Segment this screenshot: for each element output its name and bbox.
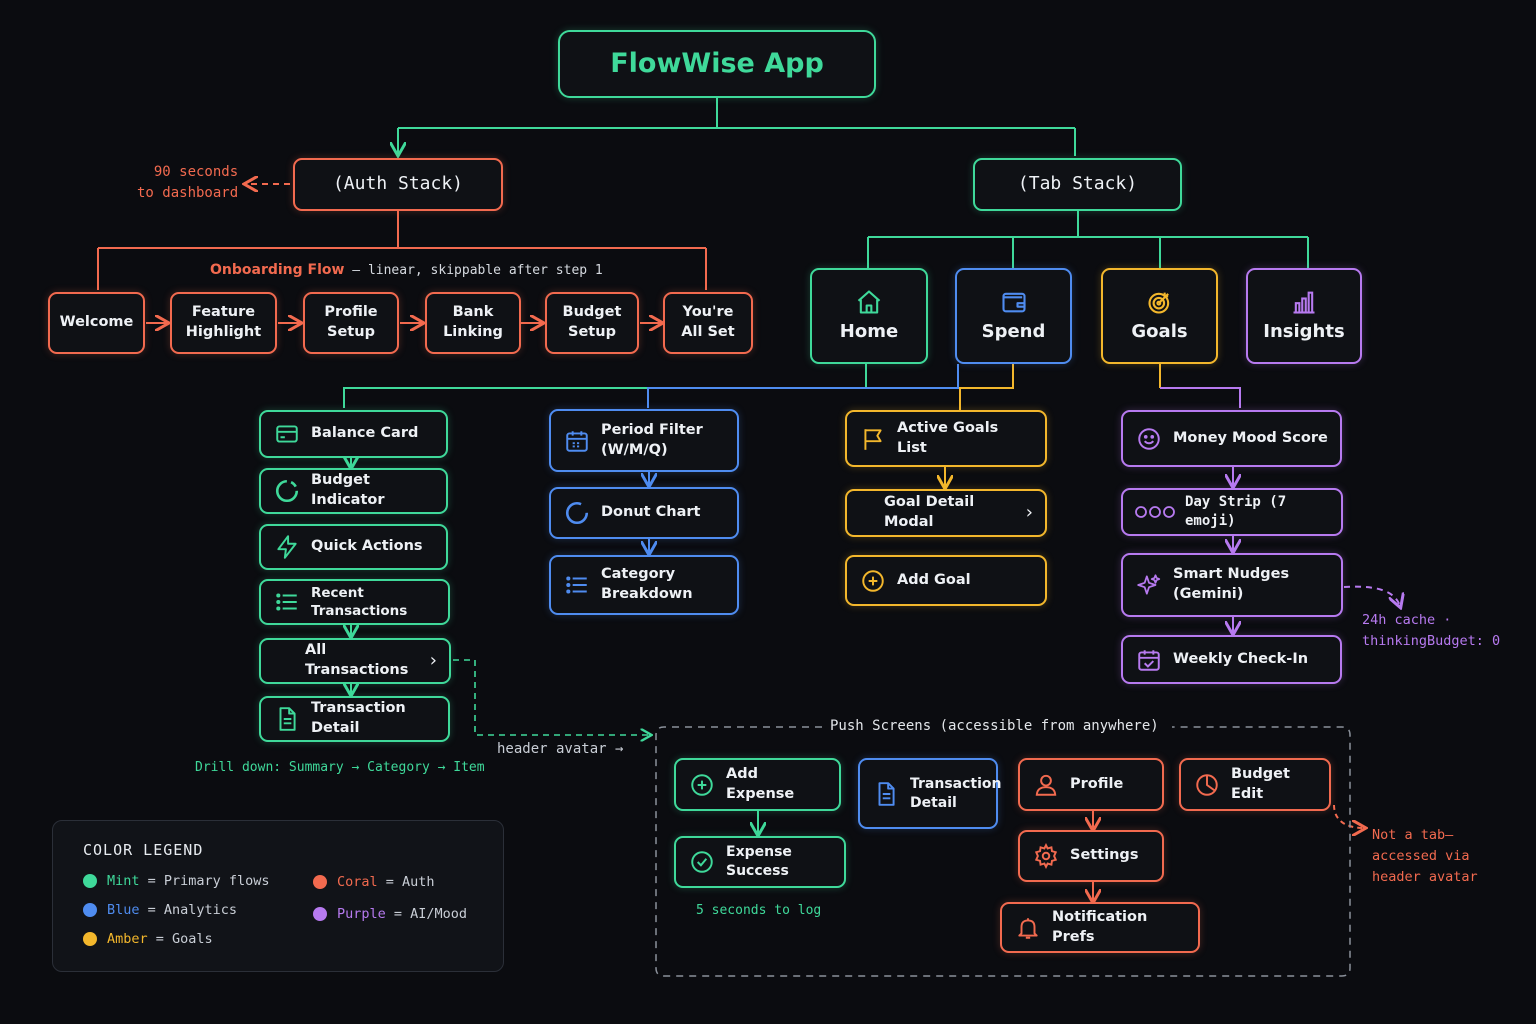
sparkle-icon [1135,571,1163,599]
header-avatar-note: header avatar → [497,741,624,757]
push-log-note: 5 seconds to log [696,903,822,918]
flag-icon [859,425,887,453]
spend-category-breakdown[interactable]: Category Breakdown [549,555,739,615]
dots-icon [1135,498,1175,526]
bell-icon [1014,914,1042,942]
tab-home[interactable]: Home [810,268,928,364]
push-expense-success[interactable]: Expense Success [674,836,846,888]
header-avatar-side-note: Not a tab— accessed via header avatar [1372,827,1478,885]
app-root-node: FlowWise App [558,30,876,98]
tab-spend[interactable]: Spend [955,268,1072,364]
card-icon [273,420,301,448]
legend-title: COLOR LEGEND [83,841,204,859]
insights-cache-note: 24h cache · thinkingBudget: 0 [1362,612,1501,649]
auth-time-note: 90 seconds to dashboard [137,164,239,201]
legend-item-coral: Coral = Auth [313,874,435,890]
document-icon [273,705,301,733]
target-icon [1146,288,1174,316]
legend-item-mint: Mint = Primary flows [83,873,270,889]
push-notification-prefs[interactable]: Notification Prefs [1000,902,1200,953]
home-quick-actions[interactable]: Quick Actions [259,524,448,570]
push-transaction-detail[interactable]: Transaction Detail [858,758,1002,829]
goals-active-list[interactable]: Active Goals List [845,410,1047,467]
purple-dot-icon [313,907,327,921]
document-icon [872,780,900,808]
mint-dot-icon [83,874,97,888]
home-drill-note: Drill down: Summary → Category → Item [195,760,485,775]
insights-smart-nudges[interactable]: Smart Nudges (Gemini) [1121,553,1343,617]
insights-day-strip[interactable]: Day Strip (7 emoji) [1121,488,1343,536]
push-budget-edit[interactable]: Budget Edit [1179,758,1331,811]
legend-item-purple: Purple = AI/Mood [313,906,467,922]
gear-icon [1032,842,1060,870]
plus-circle-icon [688,771,716,799]
spend-donut-chart[interactable]: Donut Chart [549,487,739,539]
calendar-check-icon [1135,646,1163,674]
pie-chart-icon [1193,771,1221,799]
goals-detail-modal[interactable]: Goal Detail Modal › [845,489,1047,537]
amber-dot-icon [83,932,97,946]
plus-circle-icon [859,567,887,595]
home-budget-indicator[interactable]: Budget Indicator [259,468,448,514]
onboarding-step-budget-setup[interactable]: Budget Setup [545,292,639,354]
chevron-right-icon: › [1025,501,1033,523]
home-transaction-detail[interactable]: Transaction Detail [259,696,450,742]
legend-item-amber: Amber = Goals [83,931,213,947]
color-legend: COLOR LEGEND Mint = Primary flows Blue =… [52,820,504,972]
list-icon [563,571,591,599]
insights-money-mood[interactable]: Money Mood Score [1121,410,1342,467]
user-icon [1032,771,1060,799]
insights-weekly-checkin[interactable]: Weekly Check-In [1121,635,1342,684]
goals-add-goal[interactable]: Add Goal [845,555,1047,606]
list-icon [273,588,301,616]
lightning-icon [273,533,301,561]
push-add-expense[interactable]: Add Expense [674,758,841,811]
donut-icon [563,499,591,527]
onboarding-label: Onboarding Flow — linear, skippable afte… [210,262,603,278]
home-balance-card[interactable]: Balance Card [259,410,448,458]
push-screens-title: Push Screens (accessible from anywhere) [830,718,1159,734]
legend-item-blue: Blue = Analytics [83,902,237,918]
app-title: FlowWise App [610,47,824,79]
onboarding-step-welcome[interactable]: Welcome [48,292,145,354]
wallet-icon [1000,288,1028,316]
push-settings[interactable]: Settings [1018,830,1164,882]
house-icon [855,288,883,316]
spend-period-filter[interactable]: Period Filter (W/M/Q) [549,409,739,472]
blue-dot-icon [83,903,97,917]
onboarding-step-all-set[interactable]: You're All Set [663,292,753,354]
tab-goals[interactable]: Goals [1101,268,1218,364]
progress-ring-icon [273,477,301,505]
push-profile[interactable]: Profile [1018,758,1164,811]
onboarding-step-bank-linking[interactable]: Bank Linking [425,292,521,354]
coral-dot-icon [313,875,327,889]
home-all-transactions[interactable]: All Transactions › [259,638,451,684]
calendar-icon [563,427,591,455]
check-circle-icon [688,848,716,876]
smiley-icon [1135,425,1163,453]
tab-insights[interactable]: Insights [1246,268,1362,364]
bar-chart-icon [1290,288,1318,316]
auth-stack-node: (Auth Stack) [293,158,503,211]
onboarding-step-feature-highlight[interactable]: Feature Highlight [170,292,277,354]
onboarding-step-profile-setup[interactable]: Profile Setup [303,292,399,354]
home-recent-transactions[interactable]: Recent Transactions [259,579,450,625]
tab-stack-node: (Tab Stack) [973,158,1182,211]
chevron-right-icon: › [429,649,437,671]
